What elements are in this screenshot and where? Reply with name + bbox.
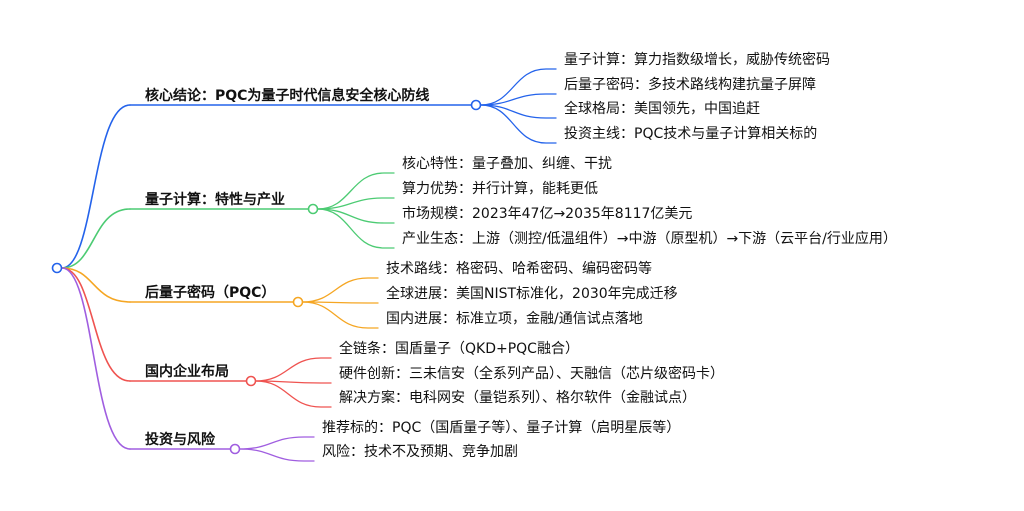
branch-node-1 [307, 203, 319, 215]
root-link-2 [61, 267, 131, 303]
leaf-domestic-progress: 国内进展：标准立项，金融/通信试点落地 [386, 311, 643, 327]
leaf-link-2-2 [301, 301, 379, 329]
branch-node-3 [245, 375, 257, 387]
leaf-link-1-0 [316, 172, 395, 210]
root-link-4 [61, 267, 131, 450]
root-link-3 [61, 267, 131, 382]
leaf-link-0-0 [479, 68, 557, 106]
leaf-compute-advantage: 算力优势：并行计算，能耗更低 [402, 181, 598, 197]
leaf-quantum-computing-threat: 量子计算：算力指数级增长，威胁传统密码 [564, 52, 830, 68]
root-node [51, 262, 63, 274]
leaf-link-3-1 [254, 380, 332, 384]
leaf-link-0-3 [479, 104, 557, 144]
leaf-link-4-0 [238, 436, 315, 450]
leaf-global-progress: 全球进展：美国NIST标准化，2030年完成迁移 [386, 286, 678, 302]
branch-node-2 [292, 296, 304, 308]
branch-investment-risk: 投资与风险 [145, 432, 215, 448]
leaf-link-2-1 [301, 301, 379, 304]
leaf-link-4-1 [238, 448, 315, 462]
branch-domestic-companies: 国内企业布局 [145, 364, 229, 380]
root-link-0 [61, 104, 131, 269]
branch-quantum-computing: 量子计算：特性与产业 [145, 192, 285, 208]
root-link-1 [61, 208, 131, 269]
leaf-full-chain: 全链条：国盾量子（QKD+PQC融合） [339, 341, 579, 357]
branch-node-0 [470, 99, 482, 111]
branch-pqc: 后量子密码（PQC） [145, 285, 276, 301]
leaf-recommended-stocks: 推荐标的：PQC（国盾量子等）、量子计算（启明星辰等） [322, 420, 681, 436]
leaf-tech-routes: 技术路线：格密码、哈希密码、编码密码等 [386, 261, 652, 277]
leaf-link-1-2 [316, 208, 395, 224]
leaf-link-0-1 [479, 93, 557, 106]
leaf-industry-ecosystem: 产业生态：上游（测控/低温组件）→中游（原型机）→下游（云平台/行业应用） [402, 231, 897, 247]
leaf-link-2-0 [301, 277, 379, 303]
leaf-market-size: 市场规模：2023年47亿→2035年8117亿美元 [402, 206, 693, 222]
leaf-investment-theme: 投资主线：PQC技术与量子计算相关标的 [564, 126, 818, 142]
branch-core-conclusion: 核心结论：PQC为量子时代信息安全核心防线 [145, 88, 430, 104]
leaf-link-1-1 [316, 197, 395, 210]
leaf-core-features: 核心特性：量子叠加、纠缠、干扰 [402, 156, 612, 172]
leaf-hardware-innovation: 硬件创新：三未信安（全系列产品）、天融信（芯片级密码卡） [339, 366, 724, 382]
leaf-solutions: 解决方案：电科网安（量铠系列）、格尔软件（金融试点） [339, 390, 696, 406]
branch-node-4 [229, 443, 241, 455]
leaf-link-3-2 [254, 380, 332, 408]
leaf-link-3-0 [254, 357, 332, 382]
leaf-pqc-barrier: 后量子密码：多技术路线构建抗量子屏障 [564, 77, 816, 93]
leaf-link-1-3 [316, 208, 395, 249]
leaf-link-0-2 [479, 104, 557, 119]
leaf-global-landscape: 全球格局：美国领先，中国追赶 [564, 101, 760, 117]
leaf-risks: 风险：技术不及预期、竞争加剧 [322, 444, 518, 460]
